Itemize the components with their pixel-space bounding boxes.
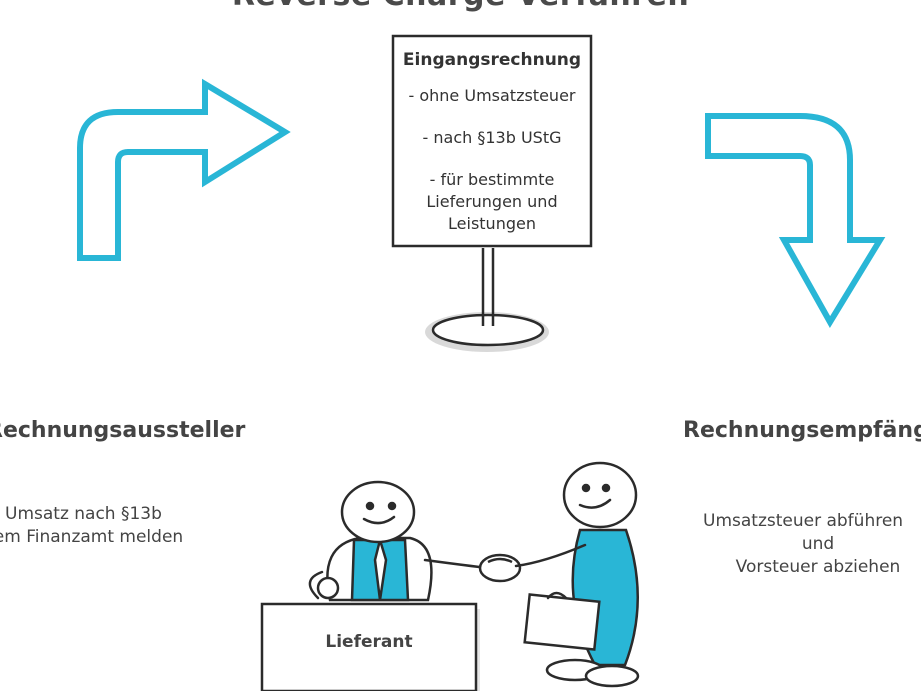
sign-line-3a: - für bestimmte bbox=[429, 170, 555, 189]
recipient-line-2: und bbox=[801, 534, 835, 554]
desk bbox=[260, 602, 480, 691]
sign-line-2: - nach §13b UStG bbox=[422, 128, 562, 147]
sign-board bbox=[391, 34, 593, 352]
sign-line-1: - ohne Umsatzsteuer bbox=[408, 86, 576, 105]
handshake bbox=[478, 553, 522, 583]
sign-heading: Eingangsrechnung bbox=[402, 50, 582, 70]
issuer-heading: Rechnungsaussteller bbox=[0, 418, 246, 443]
desk-label: Lieferant bbox=[325, 632, 413, 652]
recipient-heading: Rechnungsempfänger bbox=[683, 418, 921, 443]
sign-line-3c: Leistungen bbox=[448, 214, 536, 233]
issuer-line-2: dem Finanzamt melden bbox=[0, 527, 184, 547]
issuer-line-1: Umsatz nach §13b bbox=[5, 504, 162, 524]
receiver-figure bbox=[514, 461, 640, 688]
arrow-left-icon bbox=[77, 78, 291, 261]
recipient-line-1: Umsatzsteuer abführen bbox=[703, 511, 904, 531]
supplier-figure bbox=[308, 480, 490, 602]
arrow-right-icon bbox=[705, 113, 886, 328]
sign-line-3b: Lieferungen und bbox=[426, 192, 558, 211]
page-title: Reverse Charge Verfahren bbox=[0, 0, 921, 13]
recipient-line-3: Vorsteuer abziehen bbox=[735, 557, 901, 577]
